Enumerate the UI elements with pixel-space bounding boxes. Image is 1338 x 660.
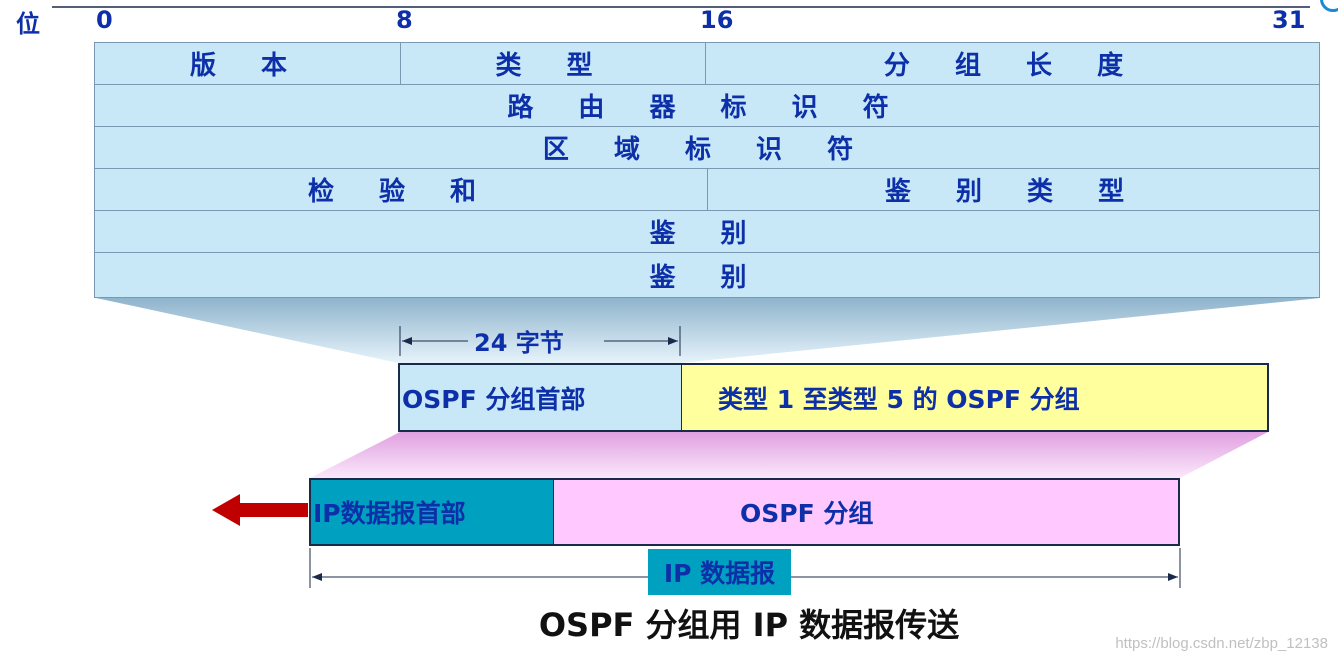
red-left-arrow-icon	[212, 494, 308, 526]
watermark-text: https://blog.csdn.net/zbp_12138	[1115, 635, 1328, 652]
bit-tick-8: 8	[396, 6, 413, 34]
field-checksum: 检 验 和	[307, 177, 495, 207]
bit-axis-line	[52, 6, 1310, 8]
corner-circle-icon	[1320, 0, 1338, 12]
ip-datagram-span-label: IP 数据报	[648, 549, 791, 595]
bit-tick-0: 0	[96, 6, 113, 34]
row-router-id: 路 由 器 标 识 符	[95, 85, 1319, 127]
ospf-header-table: 版 本 类 型 分 组 长 度 路 由 器 标 识 符 区 域 标 识 符 检 …	[94, 42, 1320, 298]
row-authentication-1: 鉴 别	[95, 211, 1319, 253]
field-authentication-1: 鉴 别	[649, 219, 765, 249]
field-packet-length: 分 组 长 度	[705, 43, 1319, 84]
diagram-caption: OSPF 分组用 IP 数据报传送	[538, 606, 960, 644]
ospf-packet-bar: OSPF 分组首部 类型 1 至类型 5 的 OSPF 分组	[398, 363, 1269, 432]
bit-tick-31: 31	[1272, 6, 1306, 34]
ospf-packet-header: OSPF 分组首部	[400, 365, 682, 430]
ip-datagram-body: OSPF 分组	[740, 499, 874, 528]
row-authentication-2: 鉴 别	[95, 253, 1319, 297]
row-checksum-authtype: 检 验 和 鉴 别 类 型	[95, 169, 1319, 211]
field-router-id: 路 由 器 标 识 符	[507, 93, 907, 123]
field-area-id: 区 域 标 识 符	[542, 135, 872, 165]
row-area-id: 区 域 标 识 符	[95, 127, 1319, 169]
field-version: 版 本	[189, 51, 306, 81]
field-auth-type: 鉴 别 类 型	[707, 169, 1319, 210]
packet-projection	[310, 432, 1268, 478]
ospf-packet-body: 类型 1 至类型 5 的 OSPF 分组	[682, 365, 1267, 430]
bit-tick-16: 16	[700, 6, 734, 34]
size-annotation: 24 字节	[474, 329, 564, 357]
bit-axis-label: 位	[16, 10, 40, 38]
header-projection	[96, 298, 1320, 363]
ip-datagram-header: IP数据报首部	[311, 480, 554, 544]
field-authentication-2: 鉴 别	[649, 262, 765, 293]
ip-datagram-bar: IP数据报首部 OSPF 分组	[309, 478, 1180, 546]
field-type: 类 型	[400, 43, 705, 84]
row-version-type-length: 版 本 类 型 分 组 长 度	[95, 43, 1319, 85]
